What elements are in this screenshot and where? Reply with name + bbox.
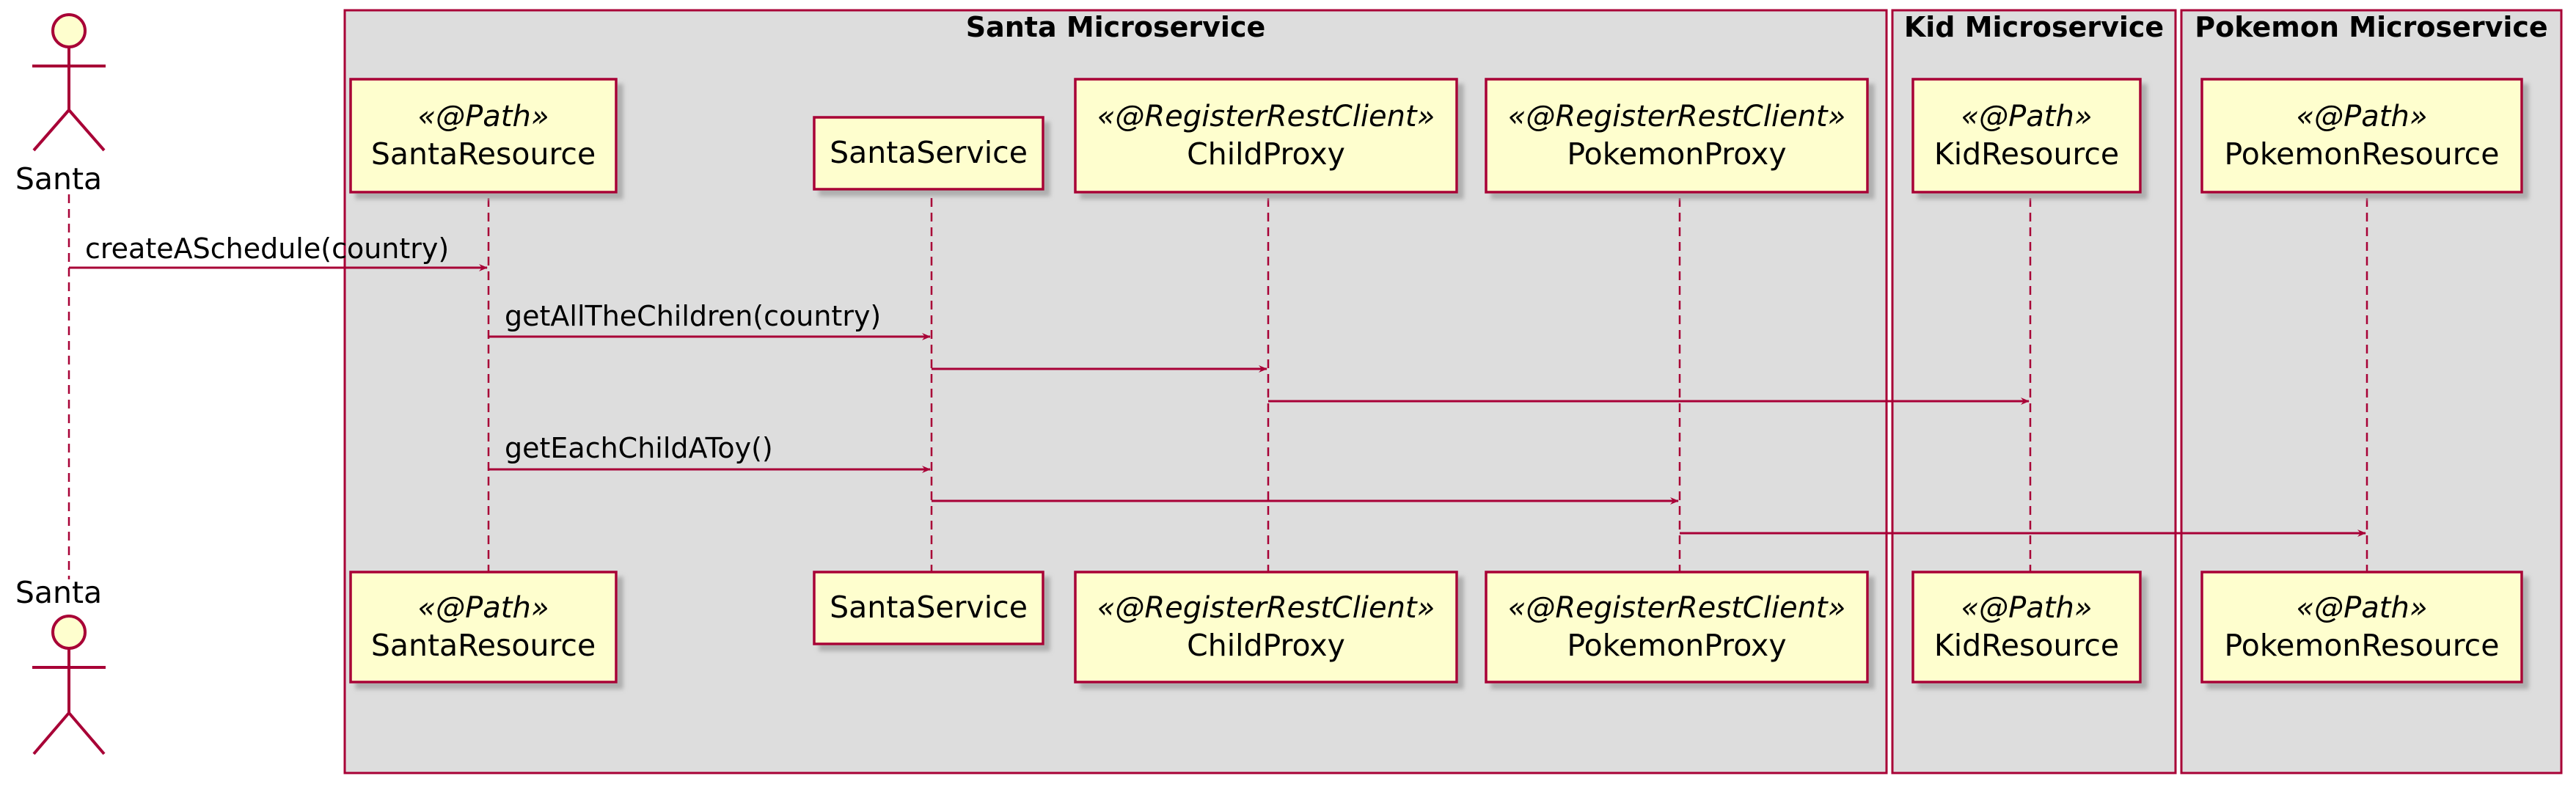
group-title-pokemon: Pokemon Microservice <box>2195 11 2547 43</box>
participant-name: KidResource <box>1934 136 2119 172</box>
message-label: getEachChildAToy() <box>505 432 773 464</box>
actor-santa-bottom: Santa <box>15 575 106 755</box>
message-label: createASchedule(country) <box>85 232 449 265</box>
participant-stereotype: «@Path» <box>417 591 549 625</box>
message-2: getAllTheChildren(country) <box>489 300 931 340</box>
participant-kid-resource-bottom: «@Path» KidResource <box>1911 571 2142 684</box>
participant-santa-service-top: SantaService <box>813 116 1044 191</box>
participant-name: PokemonResource <box>2225 628 2500 663</box>
message-1: createASchedule(country) <box>69 232 488 271</box>
lifelines <box>67 194 2368 579</box>
participant-name: SantaResource <box>371 136 596 172</box>
group-title-santa: Santa Microservice <box>966 11 1266 43</box>
participant-name: SantaResource <box>371 628 596 663</box>
participant-santa-resource-top: «@Path» SantaResource <box>349 78 618 194</box>
participant-stereotype: «@Path» <box>417 100 549 133</box>
actor-santa-top: Santa <box>15 13 106 197</box>
actor-name-top: Santa <box>15 161 102 197</box>
participant-stereotype: «@Path» <box>2296 100 2427 133</box>
participant-kid-resource-top: «@Path» KidResource <box>1911 78 2142 194</box>
participant-stereotype: «@Path» <box>2296 591 2427 625</box>
participant-stereotype: «@RegisterRestClient» <box>1097 591 1435 625</box>
message-5: getEachChildAToy() <box>489 432 931 473</box>
participant-name: SantaService <box>830 135 1028 170</box>
actor-name-bottom: Santa <box>15 575 102 610</box>
participant-name: PokemonResource <box>2225 136 2500 172</box>
participant-pokemon-resource-bottom: «@Path» PokemonResource <box>2200 571 2523 684</box>
participant-stereotype: «@Path» <box>1961 100 2092 133</box>
participant-santa-resource-bottom: «@Path» SantaResource <box>349 571 618 684</box>
participant-stereotype: «@RegisterRestClient» <box>1097 100 1435 133</box>
participant-child-proxy-top: «@RegisterRestClient» ChildProxy <box>1074 78 1458 194</box>
message-label: getAllTheChildren(country) <box>505 300 881 332</box>
participant-name: PokemonProxy <box>1567 628 1786 663</box>
participant-child-proxy-bottom: «@RegisterRestClient» ChildProxy <box>1074 571 1458 684</box>
participant-name: ChildProxy <box>1187 136 1345 172</box>
participant-name: PokemonProxy <box>1567 136 1786 172</box>
participant-stereotype: «@RegisterRestClient» <box>1508 591 1846 625</box>
participant-name: KidResource <box>1934 628 2119 663</box>
messages: createASchedule(country) getAllTheChildr… <box>69 232 2366 537</box>
stick-figure-icon <box>32 615 106 755</box>
participant-stereotype: «@RegisterRestClient» <box>1508 100 1846 133</box>
participant-pokemon-proxy-bottom: «@RegisterRestClient» PokemonProxy <box>1485 571 1869 684</box>
participant-stereotype: «@Path» <box>1961 591 2092 625</box>
participant-name: ChildProxy <box>1187 628 1345 663</box>
participant-pokemon-resource-top: «@Path» PokemonResource <box>2200 78 2523 194</box>
participant-pokemon-proxy-top: «@RegisterRestClient» PokemonProxy <box>1485 78 1869 194</box>
participant-name: SantaService <box>830 590 1028 625</box>
group-title-kid: Kid Microservice <box>1904 11 2164 43</box>
participant-santa-service-bottom: SantaService <box>813 571 1044 645</box>
stick-figure-icon <box>32 13 106 152</box>
